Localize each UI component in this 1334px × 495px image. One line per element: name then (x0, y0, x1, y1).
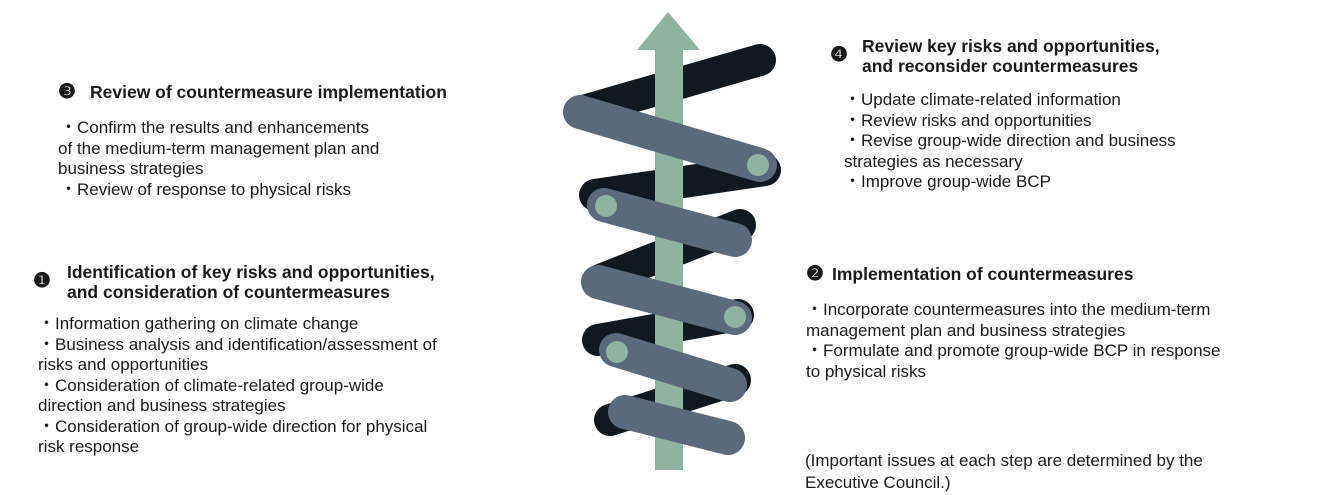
band-dot-4 (606, 341, 628, 363)
step4-item: ・Improve group-wide BCP (844, 172, 1051, 191)
step3-block: ❸ Review of countermeasure implementatio… (58, 82, 558, 200)
front-band-4 (599, 333, 747, 402)
front-band-5 (608, 395, 745, 455)
band-dot-2 (595, 195, 617, 217)
step2-item: to physical risks (806, 361, 926, 381)
front-band-2 (587, 188, 752, 257)
step1-item: risk response (38, 437, 140, 456)
executive-council-note: (Important issues at each step are deter… (805, 450, 1325, 494)
step3-number-icon: ❸ (58, 81, 76, 103)
growth-arrow (637, 12, 700, 470)
step3-item: ・Confirm the results and enhancements (60, 118, 369, 137)
step1-title-line: and consideration of countermeasures (67, 282, 390, 302)
step2-heading: ❷ Implementation of countermeasures (806, 264, 1326, 284)
front-bands (563, 95, 777, 455)
step4-item: ・Review risks and opportunities (844, 110, 1092, 130)
step1-item: ・Consideration of climate-related group-… (38, 375, 384, 395)
step1-item: direction and business strategies (38, 396, 286, 415)
step1-item: ・Information gathering on climate change (38, 314, 359, 333)
band-dots (595, 154, 769, 363)
step2-number-icon: ❷ (806, 263, 824, 285)
step4-block: ❹ Review key risks and opportunities, an… (830, 36, 1310, 193)
step2-block: ❷ Implementation of countermeasures ・Inc… (806, 264, 1326, 382)
step3-item: business strategies (58, 159, 204, 178)
step3-items: ・Confirm the results and enhancements of… (58, 118, 558, 200)
step1-number-icon: ❶ (33, 270, 51, 292)
step1-item: ・Business analysis and identification/as… (38, 334, 437, 354)
step2-item: ・Incorporate countermeasures into the me… (806, 300, 1211, 319)
note-line: (Important issues at each step are deter… (805, 451, 1203, 470)
step4-title: Review key risks and opportunities, and … (862, 36, 1160, 76)
step2-item: ・Formulate and promote group-wide BCP in… (806, 341, 1221, 360)
step1-items: ・Information gathering on climate change… (38, 314, 563, 458)
step1-block: ❶ Identification of key risks and opport… (33, 262, 563, 458)
step1-title-line: Identification of key risks and opportun… (67, 262, 435, 282)
step1-item: risks and opportunities (38, 355, 209, 374)
band-dot-3 (724, 306, 746, 328)
front-band-1 (563, 95, 777, 182)
step4-item: ・Revise group-wide direction and busines… (844, 131, 1176, 150)
step2-item: management plan and business strategies (806, 320, 1126, 340)
step4-title-line: and reconsider countermeasures (862, 56, 1139, 76)
step1-title: Identification of key risks and opportun… (67, 262, 435, 302)
front-band-3 (581, 265, 752, 335)
step3-item: of the medium-term management plan and (58, 138, 380, 158)
step3-item: ・Review of response to physical risks (60, 179, 352, 199)
step4-title-line: Review key risks and opportunities, (862, 36, 1160, 56)
step1-heading: ❶ Identification of key risks and opport… (33, 262, 563, 302)
note-line: Executive Council.) (805, 473, 951, 492)
step4-heading: ❹ Review key risks and opportunities, an… (830, 36, 1310, 76)
step4-item: ・Update climate-related information (844, 90, 1121, 109)
step4-item: strategies as necessary (844, 151, 1023, 171)
step4-number-icon: ❹ (830, 44, 848, 66)
step3-title: Review of countermeasure implementation (90, 82, 447, 102)
band-dot-1 (747, 154, 769, 176)
step2-items: ・Incorporate countermeasures into the me… (806, 300, 1326, 382)
step4-items: ・Update climate-related information ・Rev… (844, 90, 1310, 193)
step1-item: ・Consideration of group-wide direction f… (38, 416, 428, 436)
step3-heading: ❸ Review of countermeasure implementatio… (58, 82, 558, 102)
step2-title: Implementation of countermeasures (832, 264, 1134, 284)
